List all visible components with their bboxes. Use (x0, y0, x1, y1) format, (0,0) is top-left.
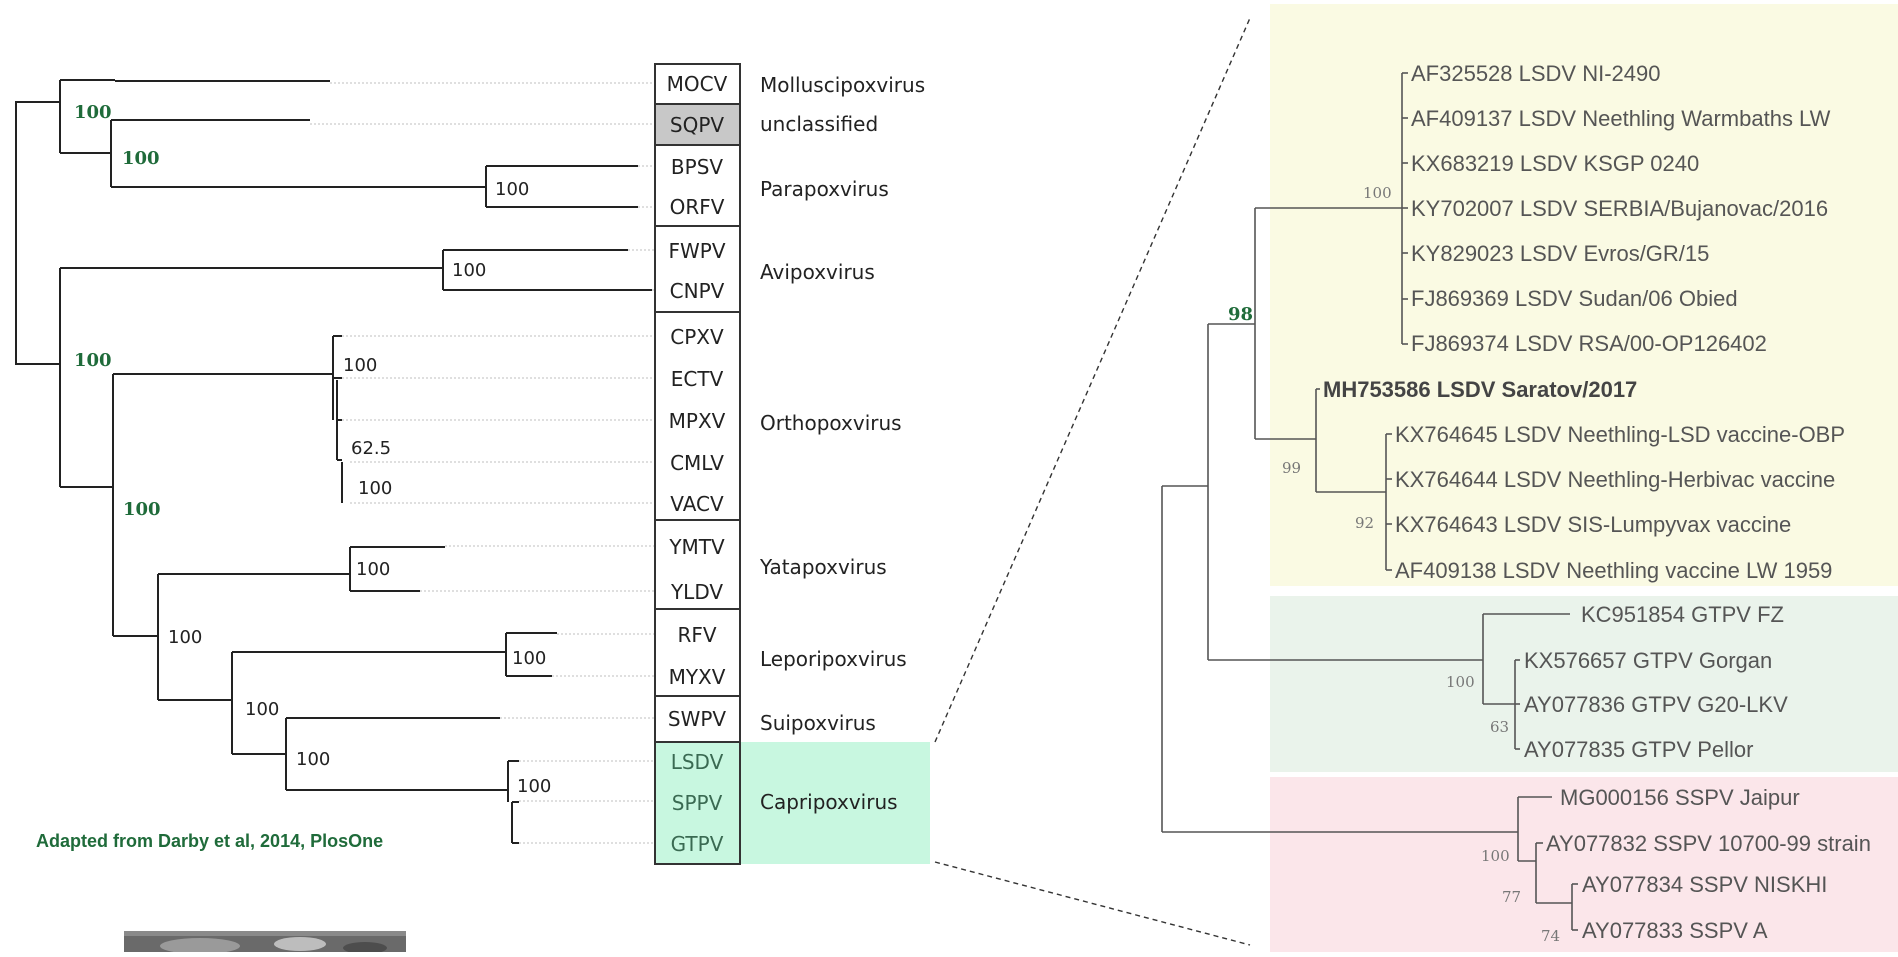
taxon-table-border (654, 63, 741, 865)
sqpv-cell-fill (655, 104, 740, 145)
bootstrap-label: 100 (1446, 673, 1475, 691)
bootstrap-label: 100 (296, 749, 330, 770)
genus-label: Orthopoxvirus (760, 411, 902, 435)
taxon-abbr: YMTV (668, 535, 725, 559)
lsdv-clade-background (1270, 4, 1898, 586)
taxon-abbr: SPPV (672, 791, 723, 815)
source-credit: Adapted from Darby et al, 2014, PlosOne (36, 831, 384, 851)
gtpv-leaf: AY077835 GTPV Pellor (1524, 737, 1754, 762)
sppv-leaf: AY077832 SSPV 10700-99 strain (1546, 831, 1871, 856)
gtpv-leaf: AY077836 GTPV G20-LKV (1524, 692, 1788, 717)
gtpv-leaf-labels: KC951854 GTPV FZ KX576657 GTPV Gorgan AY… (1524, 602, 1788, 762)
bootstrap-label: 100 (512, 648, 546, 669)
bootstrap-label: 77 (1502, 888, 1521, 906)
taxon-abbr: SQPV (670, 113, 724, 137)
genus-label: unclassified (760, 112, 878, 136)
bootstrap-label: 92 (1355, 514, 1374, 532)
lsdv-leaf: AF325528 LSDV NI-2490 (1411, 61, 1661, 86)
bootstrap-label-green: 100 (74, 350, 112, 371)
lsdv-leaf: FJ869369 LSDV Sudan/06 Obied (1411, 286, 1738, 311)
taxon-abbr: LSDV (671, 750, 724, 774)
bootstrap-label: 100 (168, 627, 202, 648)
bootstrap-label: 100 (1363, 184, 1392, 202)
lsdv-leaf: KX764644 LSDV Neethling-Herbivac vaccine (1395, 467, 1835, 492)
lsdv-leaf: FJ869374 LSDV RSA/00-OP126402 (1411, 331, 1767, 356)
bootstrap-label: 63 (1490, 718, 1509, 736)
gtpv-leaf: KX576657 GTPV Gorgan (1524, 648, 1772, 673)
bootstrap-label: 100 (1481, 847, 1510, 865)
genus-labels: Molluscipoxvirus unclassified Parapoxvir… (759, 73, 925, 814)
right-branches (1161, 72, 1578, 931)
lsdv-leaf: KY829023 LSDV Evros/GR/15 (1411, 241, 1709, 266)
bootstrap-label: 62.5 (351, 438, 391, 459)
bootstrap-label: 99 (1282, 459, 1301, 477)
taxon-table: MOCV SQPV BPSV ORFV FWPV CNPV CPXV ECTV … (654, 63, 930, 865)
genus-label: Capripoxvirus (760, 790, 898, 814)
lsdv-leaf: KX764643 LSDV SIS-Lumpyvax vaccine (1395, 512, 1791, 537)
left-bootstrap-green-values: 100 100 100 100 (74, 102, 161, 520)
sppv-clade-background (1270, 777, 1898, 952)
sppv-leaf: MG000156 SSPV Jaipur (1560, 785, 1800, 810)
lsdv-leaf: KX764645 LSDV Neethling-LSD vaccine-OBP (1395, 422, 1845, 447)
taxon-abbr: BPSV (671, 155, 723, 179)
bootstrap-label: 100 (245, 699, 279, 720)
taxon-abbr: MOCV (667, 72, 728, 96)
lsdv-leaf: AF409137 LSDV Neethling Warmbaths LW (1411, 106, 1831, 131)
bootstrap-label-green: 100 (74, 102, 112, 123)
gtpv-leaf: KC951854 GTPV FZ (1581, 602, 1784, 627)
taxon-abbreviations: MOCV SQPV BPSV ORFV FWPV CNPV CPXV ECTV … (667, 72, 728, 856)
taxon-abbr: CPXV (670, 325, 724, 349)
right-bootstrap-values: 100 99 92 100 63 100 77 74 98 (1228, 184, 1560, 945)
bootstrap-label: 100 (517, 776, 551, 797)
taxon-abbr: GTPV (671, 832, 724, 856)
bootstrap-label: 100 (358, 478, 392, 499)
capripoxvirus-highlight (740, 742, 930, 864)
left-poxvirus-tree: 100 100 100 62.5 100 100 100 100 100 100… (15, 63, 930, 954)
bootstrap-label: 100 (495, 179, 529, 200)
bootstrap-label: 74 (1541, 927, 1560, 945)
sppv-leaf-labels: MG000156 SSPV Jaipur AY077832 SSPV 10700… (1546, 785, 1871, 943)
lsdv-leaf: KX683219 LSDV KSGP 0240 (1411, 151, 1699, 176)
lsdv-leaf-labels: AF325528 LSDV NI-2490 AF409137 LSDV Neet… (1323, 61, 1845, 583)
genus-label: Yatapoxvirus (759, 555, 887, 579)
sppv-leaf: AY077834 SSPV NISKHI (1582, 872, 1827, 897)
taxon-abbr: VACV (670, 492, 724, 516)
genus-label: Suipoxvirus (760, 711, 876, 735)
bootstrap-label: 100 (452, 260, 486, 281)
sppv-leaf: AY077833 SSPV A (1582, 918, 1768, 943)
taxon-abbr: MPXV (669, 409, 726, 433)
bootstrap-label-green: 100 (123, 499, 161, 520)
genus-label: Molluscipoxvirus (760, 73, 925, 97)
left-branches (15, 79, 652, 844)
capripox-cell-fill (655, 742, 740, 864)
capripoxvirus-detail-tree: 100 99 92 100 63 100 77 74 98 AF325528 L… (1161, 4, 1898, 952)
taxon-abbr: ECTV (671, 367, 724, 391)
taxon-abbr: FWPV (668, 239, 725, 263)
left-bootstrap-values: 100 100 100 62.5 100 100 100 100 100 100… (168, 179, 551, 797)
genus-label: Parapoxvirus (760, 177, 889, 201)
genus-label: Leporipoxvirus (760, 647, 907, 671)
bootstrap-label: 100 (343, 355, 377, 376)
genus-label: Avipoxvirus (760, 260, 875, 284)
taxon-abbr: YLDV (670, 580, 723, 604)
leaf-guides (310, 82, 654, 844)
taxon-abbr: RFV (677, 623, 716, 647)
taxon-abbr: ORFV (670, 195, 725, 219)
lsdv-leaf-highlighted: MH753586 LSDV Saratov/2017 (1323, 377, 1637, 402)
bootstrap-label-green: 100 (122, 148, 160, 169)
taxon-abbr: CMLV (670, 451, 724, 475)
bootstrap-label: 100 (356, 559, 390, 580)
taxon-abbr: MYXV (669, 665, 726, 689)
lsdv-leaf: AF409138 LSDV Neethling vaccine LW 1959 (1395, 558, 1832, 583)
taxon-abbr: SWPV (668, 707, 727, 731)
lsdv-leaf: KY702007 LSDV SERBIA/Bujanovac/2016 (1411, 196, 1828, 221)
taxon-abbr: CNPV (670, 279, 725, 303)
zoom-connector (934, 17, 1251, 946)
bootstrap-label-green: 98 (1228, 304, 1253, 325)
electron-micrograph-fragment (124, 931, 406, 954)
gtpv-clade-background (1270, 596, 1898, 772)
